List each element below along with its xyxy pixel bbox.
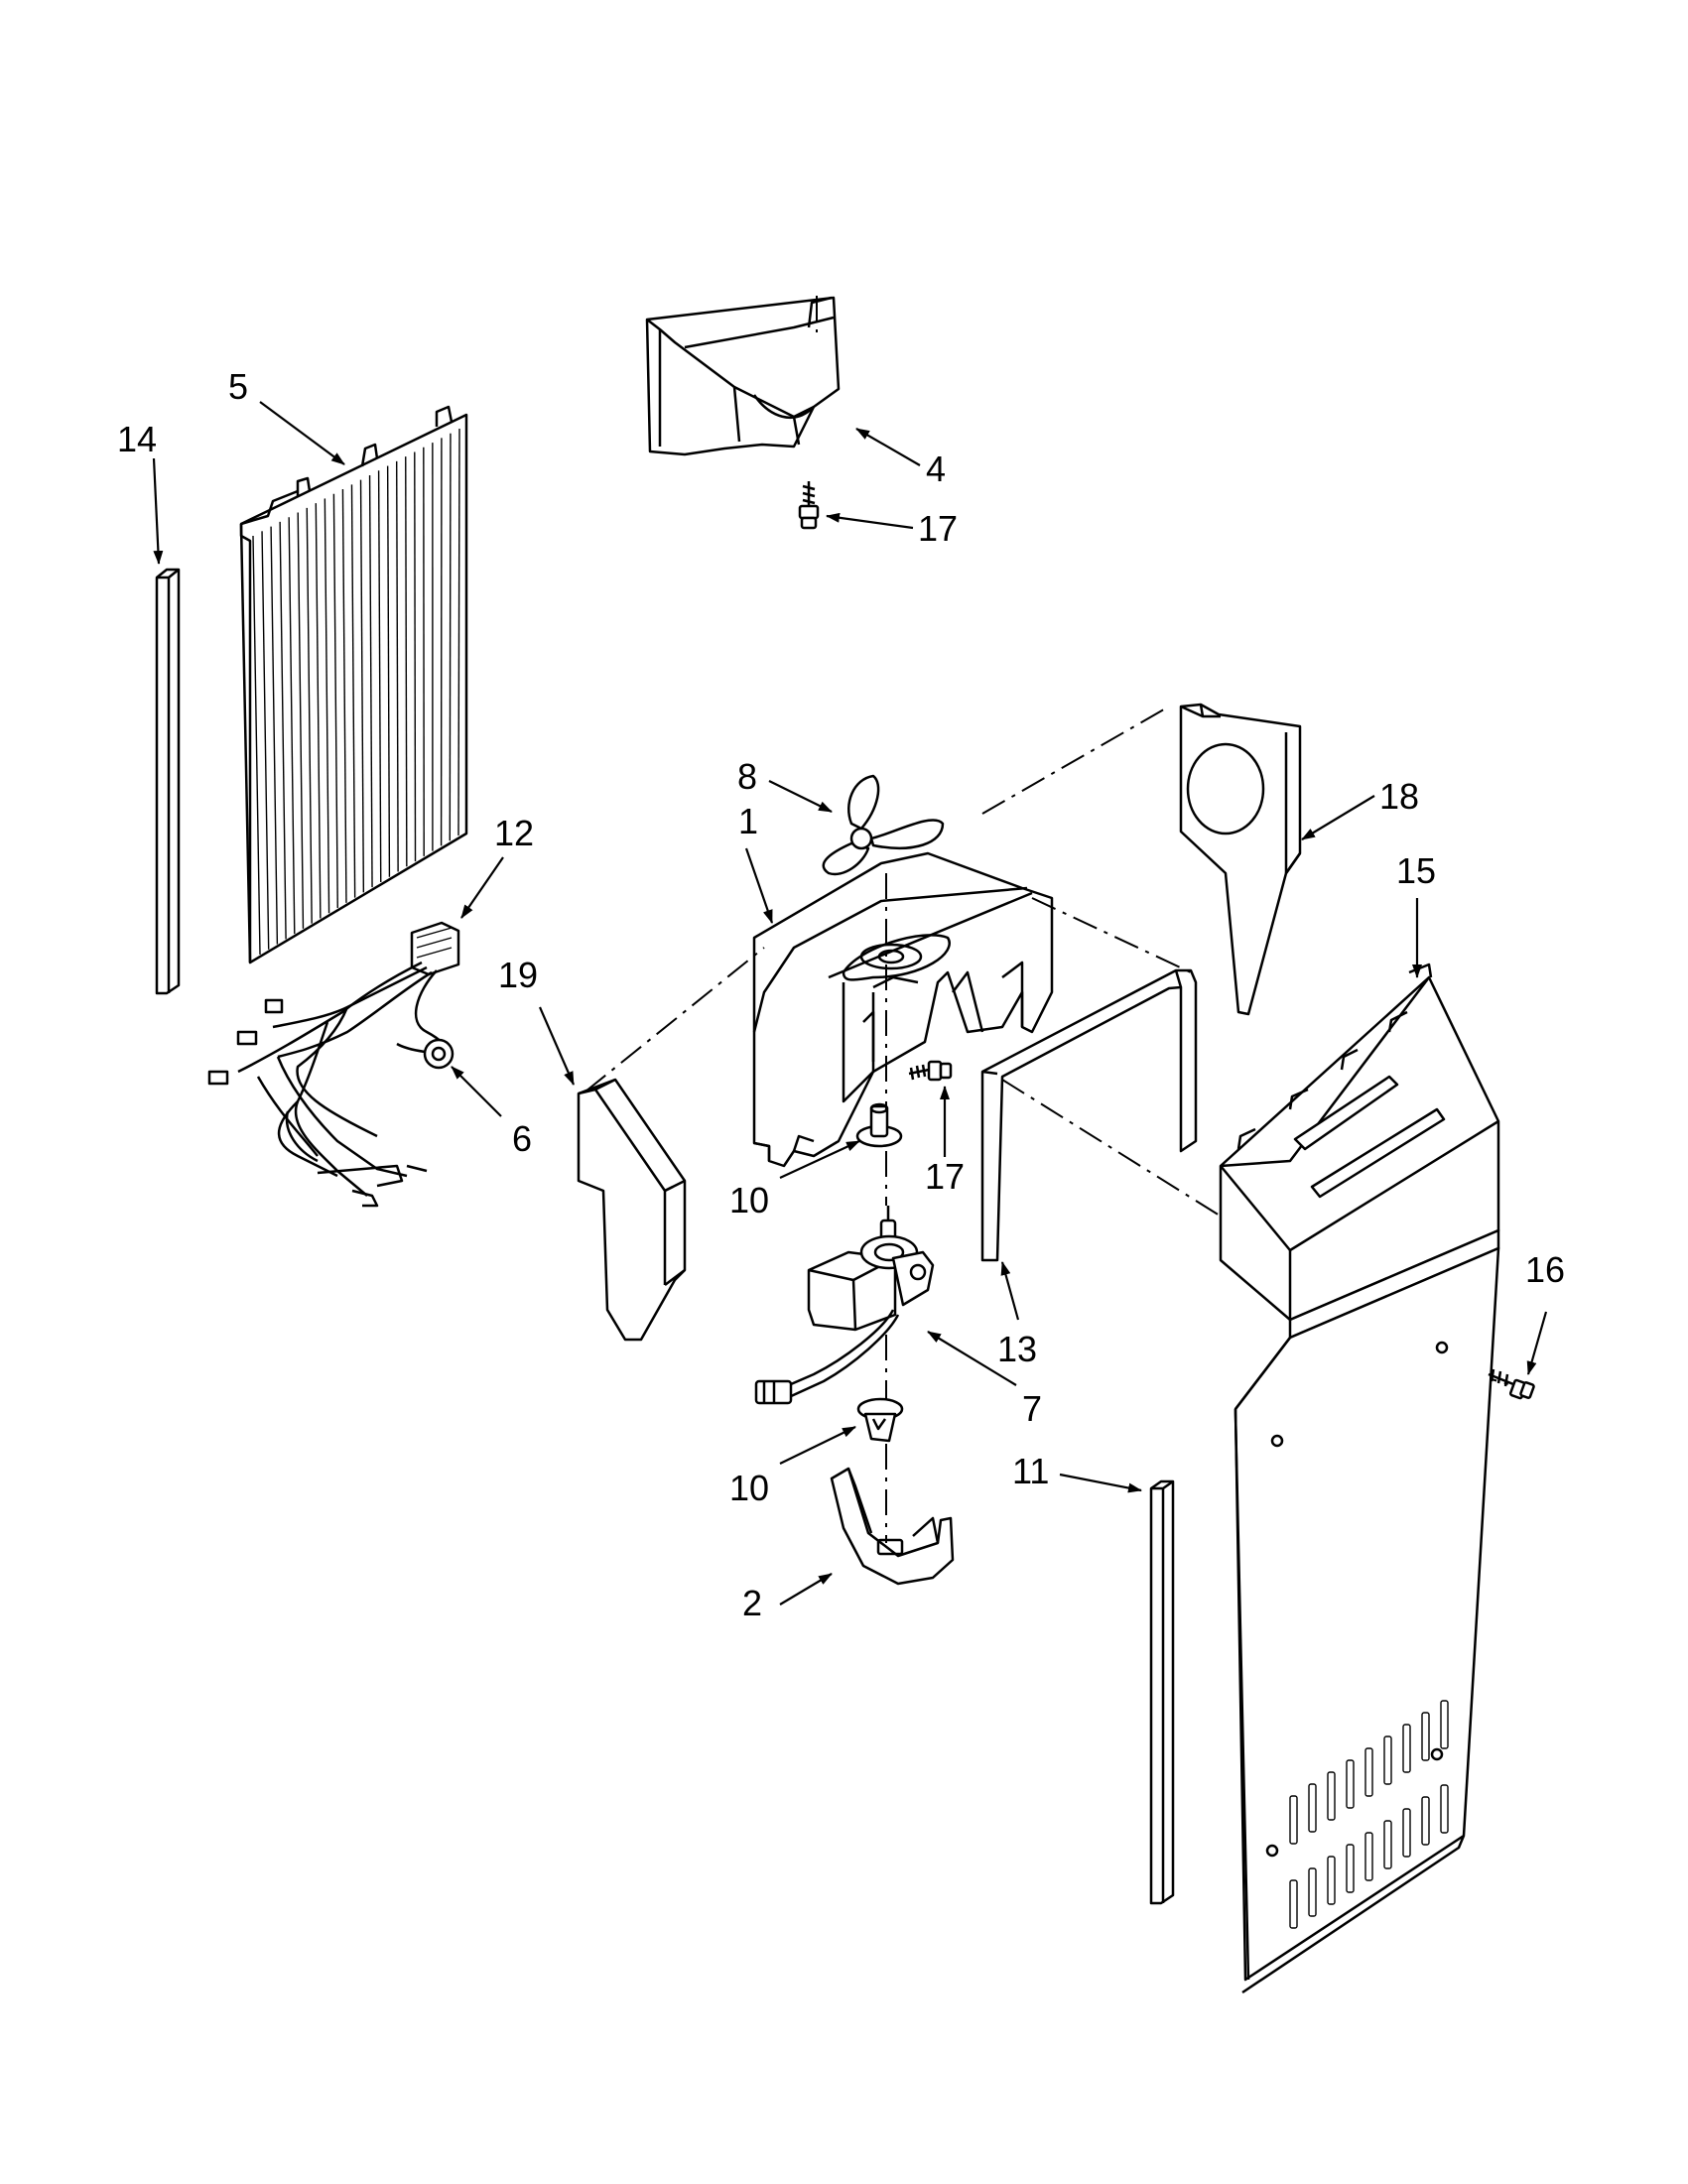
part-1-fan-shroud xyxy=(752,851,1054,1168)
align-line-19 xyxy=(584,947,765,1092)
vent-slot xyxy=(1346,1844,1355,1893)
evaporator-rib xyxy=(386,465,391,877)
vent-slot xyxy=(1383,1820,1392,1869)
part-10-grommet-upper xyxy=(855,1102,903,1148)
callout-10-upper: 10 xyxy=(729,1180,769,1220)
align-line-13-top xyxy=(1031,897,1192,973)
part-19-insulation-left xyxy=(577,1078,687,1342)
vent-slot xyxy=(1364,1747,1373,1797)
callout-2: 2 xyxy=(742,1583,762,1623)
evaporator-rib xyxy=(315,503,322,919)
evaporator-rib xyxy=(252,535,261,956)
evaporator-rib xyxy=(368,474,373,888)
part-17-screw-mid xyxy=(908,1060,953,1082)
evaporator-rib xyxy=(297,512,305,929)
evaporator-rib xyxy=(332,493,338,909)
callout-6: 6 xyxy=(512,1118,532,1159)
callout-17-mid: 17 xyxy=(925,1156,965,1197)
vent-slot xyxy=(1308,1783,1317,1833)
evaporator-rib xyxy=(350,484,356,898)
vent-slot xyxy=(1364,1832,1373,1881)
vent-slot xyxy=(1308,1867,1317,1917)
evaporator-rib xyxy=(341,489,347,903)
part-7-fan-motor xyxy=(754,1206,935,1405)
vent-slot xyxy=(1289,1795,1298,1845)
part-10-grommet-lower xyxy=(856,1397,904,1443)
callout-12: 12 xyxy=(494,813,534,853)
callout-15: 15 xyxy=(1396,850,1436,891)
part-6-grommet xyxy=(396,1038,454,1070)
evaporator-rib xyxy=(270,526,279,945)
callout-11: 11 xyxy=(1012,1451,1049,1491)
evaporator-rib xyxy=(261,531,270,950)
align-line-15 xyxy=(1001,1079,1236,1226)
vent-slot xyxy=(1346,1759,1355,1809)
vent-slot xyxy=(1402,1724,1411,1773)
callout-16: 16 xyxy=(1525,1249,1565,1290)
part-14-gasket-strip xyxy=(155,568,181,995)
callout-4: 4 xyxy=(926,449,946,489)
evaporator-rib xyxy=(449,433,452,841)
callout-7: 7 xyxy=(1022,1388,1042,1429)
evaporator-rib xyxy=(359,479,365,893)
evaporator-rib xyxy=(377,470,382,882)
part-17-screw-top xyxy=(798,481,820,530)
leader-arrows xyxy=(152,401,1548,1606)
callout-8: 8 xyxy=(737,756,757,797)
evaporator-rib xyxy=(306,507,313,924)
vent-slot xyxy=(1440,1784,1449,1834)
part-12-wire-harness xyxy=(207,921,460,1208)
vent-slot xyxy=(1440,1700,1449,1749)
callout-18: 18 xyxy=(1379,776,1419,817)
vent-slot xyxy=(1289,1879,1298,1929)
callout-labels: 5 14 4 17 12 6 8 1 18 15 19 17 10 13 16 … xyxy=(117,366,1565,1623)
vent-slot xyxy=(1421,1712,1430,1761)
callout-17-top: 17 xyxy=(918,508,958,549)
part-2-motor-bracket xyxy=(830,1467,955,1586)
part-5-evaporator-cover xyxy=(239,405,468,964)
part-4-top-shield xyxy=(645,296,841,456)
evaporator-rib xyxy=(414,451,417,862)
evaporator-rib xyxy=(405,456,408,867)
part-16-screw xyxy=(1488,1368,1535,1400)
vent-slot xyxy=(1421,1796,1430,1846)
vent-slot xyxy=(1327,1771,1336,1821)
callout-1: 1 xyxy=(738,801,758,841)
evaporator-rib xyxy=(324,498,330,914)
vent-slot xyxy=(1402,1808,1411,1858)
part-15-rear-duct-cover xyxy=(1219,963,1500,1994)
part-8-fan-blade xyxy=(822,774,945,876)
callout-19: 19 xyxy=(498,955,538,995)
vent-slot xyxy=(1383,1735,1392,1785)
part-13-u-gasket xyxy=(980,968,1198,1262)
part-11-gasket-strip xyxy=(1149,1479,1175,1905)
evaporator-rib xyxy=(457,428,460,836)
part-18-insulation-right xyxy=(1179,703,1302,1016)
align-line-18-top xyxy=(981,706,1170,815)
callout-14: 14 xyxy=(117,419,157,459)
callout-5: 5 xyxy=(228,366,248,407)
callout-13: 13 xyxy=(997,1329,1037,1369)
callout-10-lower: 10 xyxy=(729,1468,769,1508)
evaporator-rib xyxy=(279,521,287,940)
evaporator-rib xyxy=(395,460,399,872)
evaporator-rib xyxy=(288,517,296,935)
vent-slot xyxy=(1327,1856,1336,1905)
